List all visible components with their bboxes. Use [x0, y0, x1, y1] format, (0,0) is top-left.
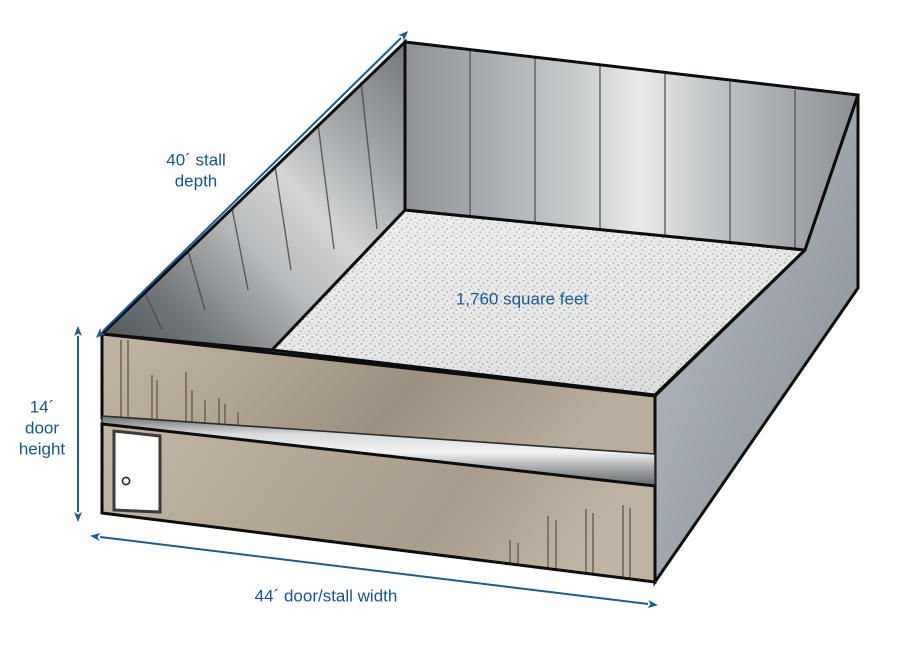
personnel-door[interactable] — [112, 429, 162, 514]
stall-depth-arrow — [95, 30, 409, 339]
floor-area-label: 1,760 square feet — [456, 289, 589, 308]
door-panel[interactable] — [112, 429, 162, 514]
stall-width-label: 44´ door/stall width — [255, 586, 398, 605]
exterior-right-wall — [653, 94, 860, 587]
back-wall-face — [405, 42, 858, 250]
right-wall-face — [655, 95, 858, 582]
door-height-label-line2: door — [25, 418, 59, 437]
back-wall-panel-seams — [469, 50, 796, 249]
dimension-stall-depth: 40´ stall depth — [95, 30, 409, 339]
door-height-label-line3: height — [19, 439, 66, 458]
stall-depth-label-line2: depth — [175, 171, 218, 190]
dimension-door-height: 14´ door height — [19, 326, 82, 522]
dimension-stall-width: 44´ door/stall width — [90, 533, 658, 608]
door-height-label-line1: 14´ — [30, 397, 55, 416]
door-knob[interactable] — [121, 476, 131, 486]
right-wall-outline — [653, 94, 860, 587]
stall-depth-label-line1: 40´ stall — [166, 150, 226, 169]
stall-width-arrow — [90, 533, 658, 608]
